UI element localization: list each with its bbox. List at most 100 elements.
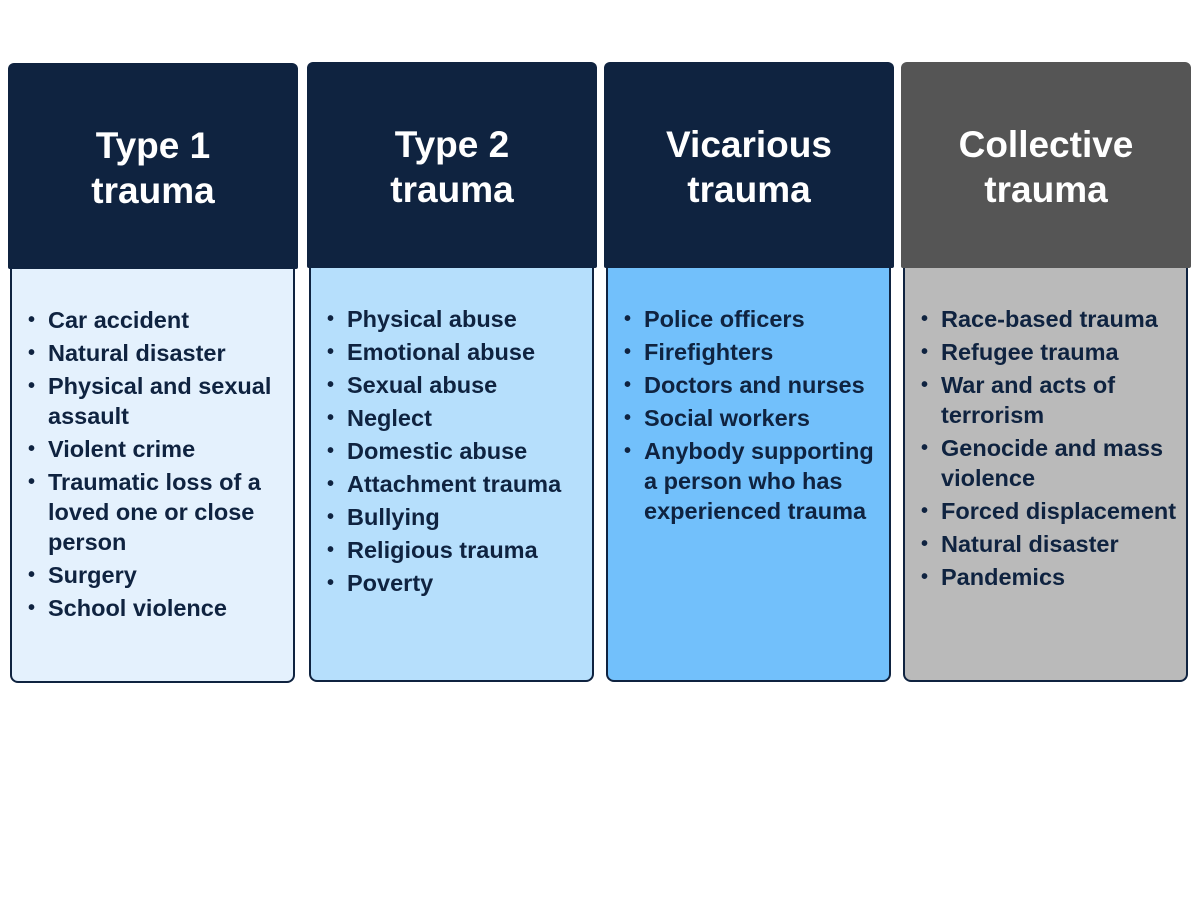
list-item-text: Religious trauma	[347, 537, 538, 563]
bullet-icon: •	[28, 564, 36, 586]
list-item: • Physical and sexual assault	[28, 371, 292, 431]
list-item-text: Physical abuse	[347, 306, 517, 332]
bullet-icon: •	[327, 374, 335, 396]
list-item: • Physical abuse	[327, 304, 591, 334]
list-item: • Bullying	[327, 502, 591, 532]
list-item: • Forced displacement	[921, 496, 1185, 526]
list-item-text: Physical and sexual assault	[48, 373, 272, 429]
list-item: • War and acts of terrorism	[921, 370, 1185, 430]
bullet-icon: •	[327, 440, 335, 462]
column-title-line-1: Collective	[958, 124, 1134, 165]
list-item-text: Bullying	[347, 504, 440, 530]
bullet-icon: •	[327, 473, 335, 495]
column-item-list: • Race-based trauma • Refugee trauma • War an…	[921, 304, 1185, 595]
list-item-text: School violence	[48, 595, 227, 621]
bullet-icon: •	[624, 407, 632, 429]
bullet-icon: •	[28, 309, 36, 331]
list-item-text: Pandemics	[941, 564, 1066, 590]
list-item: • Surgery	[28, 560, 292, 590]
list-item-text: Anybody supporting a person who has expe…	[644, 438, 874, 524]
column-body	[903, 266, 1188, 682]
list-item: • Sexual abuse	[327, 370, 591, 400]
column-body	[10, 267, 295, 683]
bullet-icon: •	[624, 341, 632, 363]
list-item-text: Domestic abuse	[347, 438, 528, 464]
list-item-text: Attachment trauma	[347, 471, 562, 497]
list-item-text: Forced displacement	[941, 498, 1177, 524]
list-item-text: Natural disaster	[48, 340, 226, 366]
list-item-text: Natural disaster	[941, 531, 1119, 557]
list-item: • Social workers	[624, 403, 888, 433]
column-title: Type 2 trauma	[380, 118, 523, 212]
list-item: • Genocide and mass violence	[921, 433, 1185, 493]
list-item-text: Firefighters	[644, 339, 774, 365]
list-item-text: Traumatic loss of a loved one or close p…	[48, 469, 261, 555]
column-body	[309, 266, 594, 682]
column-title: Vicarious trauma	[656, 118, 842, 212]
column-title: Type 1 trauma	[81, 119, 224, 213]
column-title-line-1: Type 1	[95, 125, 211, 166]
list-item-text: Social workers	[644, 405, 810, 431]
column-header: Collective trauma	[901, 62, 1191, 268]
column-title: Collective trauma	[949, 118, 1144, 212]
list-item-text: Police officers	[644, 306, 805, 332]
list-item: • Domestic abuse	[327, 436, 591, 466]
bullet-icon: •	[921, 374, 929, 396]
list-item: • Natural disaster	[921, 529, 1185, 559]
bullet-icon: •	[921, 500, 929, 522]
bullet-icon: •	[624, 440, 632, 462]
list-item: • Police officers	[624, 304, 888, 334]
bullet-icon: •	[624, 308, 632, 330]
bullet-icon: •	[624, 374, 632, 396]
list-item-text: Doctors and nurses	[644, 372, 865, 398]
list-item: • Religious trauma	[327, 535, 591, 565]
list-item: • Poverty	[327, 568, 591, 598]
list-item: • Pandemics	[921, 562, 1185, 592]
bullet-icon: •	[28, 438, 36, 460]
list-item-text: Surgery	[48, 562, 137, 588]
column-header: Vicarious trauma	[604, 62, 894, 268]
bullet-icon: •	[921, 341, 929, 363]
bullet-icon: •	[327, 407, 335, 429]
column-item-list: • Police officers • Firefighters • Doctors an…	[624, 304, 888, 529]
bullet-icon: •	[327, 572, 335, 594]
list-item: •Traumatic loss of a loved one or close …	[28, 467, 292, 557]
list-item-text: War and acts of terrorism	[941, 372, 1116, 428]
column-item-list: • Car accident • Natural disaster • Physical …	[28, 305, 292, 626]
list-item-text: Car accident	[48, 307, 190, 333]
bullet-icon: •	[921, 437, 929, 459]
list-item-text: Refugee trauma	[941, 339, 1119, 365]
list-item: • Natural disaster	[28, 338, 292, 368]
bullet-icon: •	[28, 375, 36, 397]
bullet-icon: •	[921, 308, 929, 330]
list-item-text: Neglect	[347, 405, 432, 431]
column-title-line-2: trauma	[91, 170, 215, 211]
column-title-line-2: trauma	[390, 169, 514, 210]
list-item-text: Poverty	[347, 570, 434, 596]
list-item: • Doctors and nurses	[624, 370, 888, 400]
column-title-line-2: trauma	[984, 169, 1108, 210]
bullet-icon: •	[28, 597, 36, 619]
bullet-icon: •	[921, 566, 929, 588]
list-item-text: Sexual abuse	[347, 372, 498, 398]
list-item: • Race-based trauma	[921, 304, 1185, 334]
list-item: • Anybody supporting a person who has exp…	[624, 436, 888, 526]
bullet-icon: •	[327, 539, 335, 561]
list-item-text: Race-based trauma	[941, 306, 1158, 332]
list-item: • Refugee trauma	[921, 337, 1185, 367]
column-title-line-1: Vicarious	[666, 124, 832, 165]
list-item-text: Genocide and mass violence	[941, 435, 1164, 491]
list-item: •Violent crime	[28, 434, 292, 464]
bullet-icon: •	[921, 533, 929, 555]
bullet-icon: •	[28, 342, 36, 364]
list-item: • Car accident	[28, 305, 292, 335]
bullet-icon: •	[327, 308, 335, 330]
list-item-text: Emotional abuse	[347, 339, 536, 365]
bullet-icon: •	[327, 506, 335, 528]
column-body	[606, 266, 891, 682]
bullet-icon: •	[327, 341, 335, 363]
list-item: • School violence	[28, 593, 292, 623]
column-title-line-2: trauma	[687, 169, 811, 210]
column-title-line-1: Type 2	[394, 124, 510, 165]
